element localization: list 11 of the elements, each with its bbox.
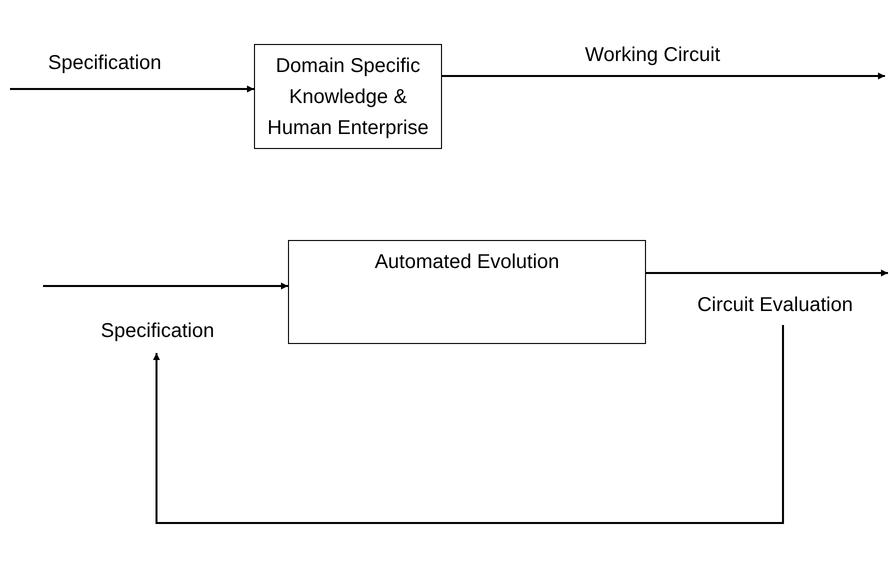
arrow: [442, 72, 885, 80]
process-box: [288, 240, 646, 344]
node-label: Circuit Evaluation: [697, 292, 853, 318]
arrow: [153, 325, 784, 524]
process-box: [254, 44, 442, 149]
box-label: Domain Specific Knowledge & Human Enterprise: [266, 54, 430, 141]
arrow: [43, 282, 288, 290]
arrow: [646, 270, 888, 276]
arrow: [10, 86, 254, 92]
node-label: Specification: [100, 318, 214, 344]
box-label: Automated Evolution: [374, 250, 560, 275]
